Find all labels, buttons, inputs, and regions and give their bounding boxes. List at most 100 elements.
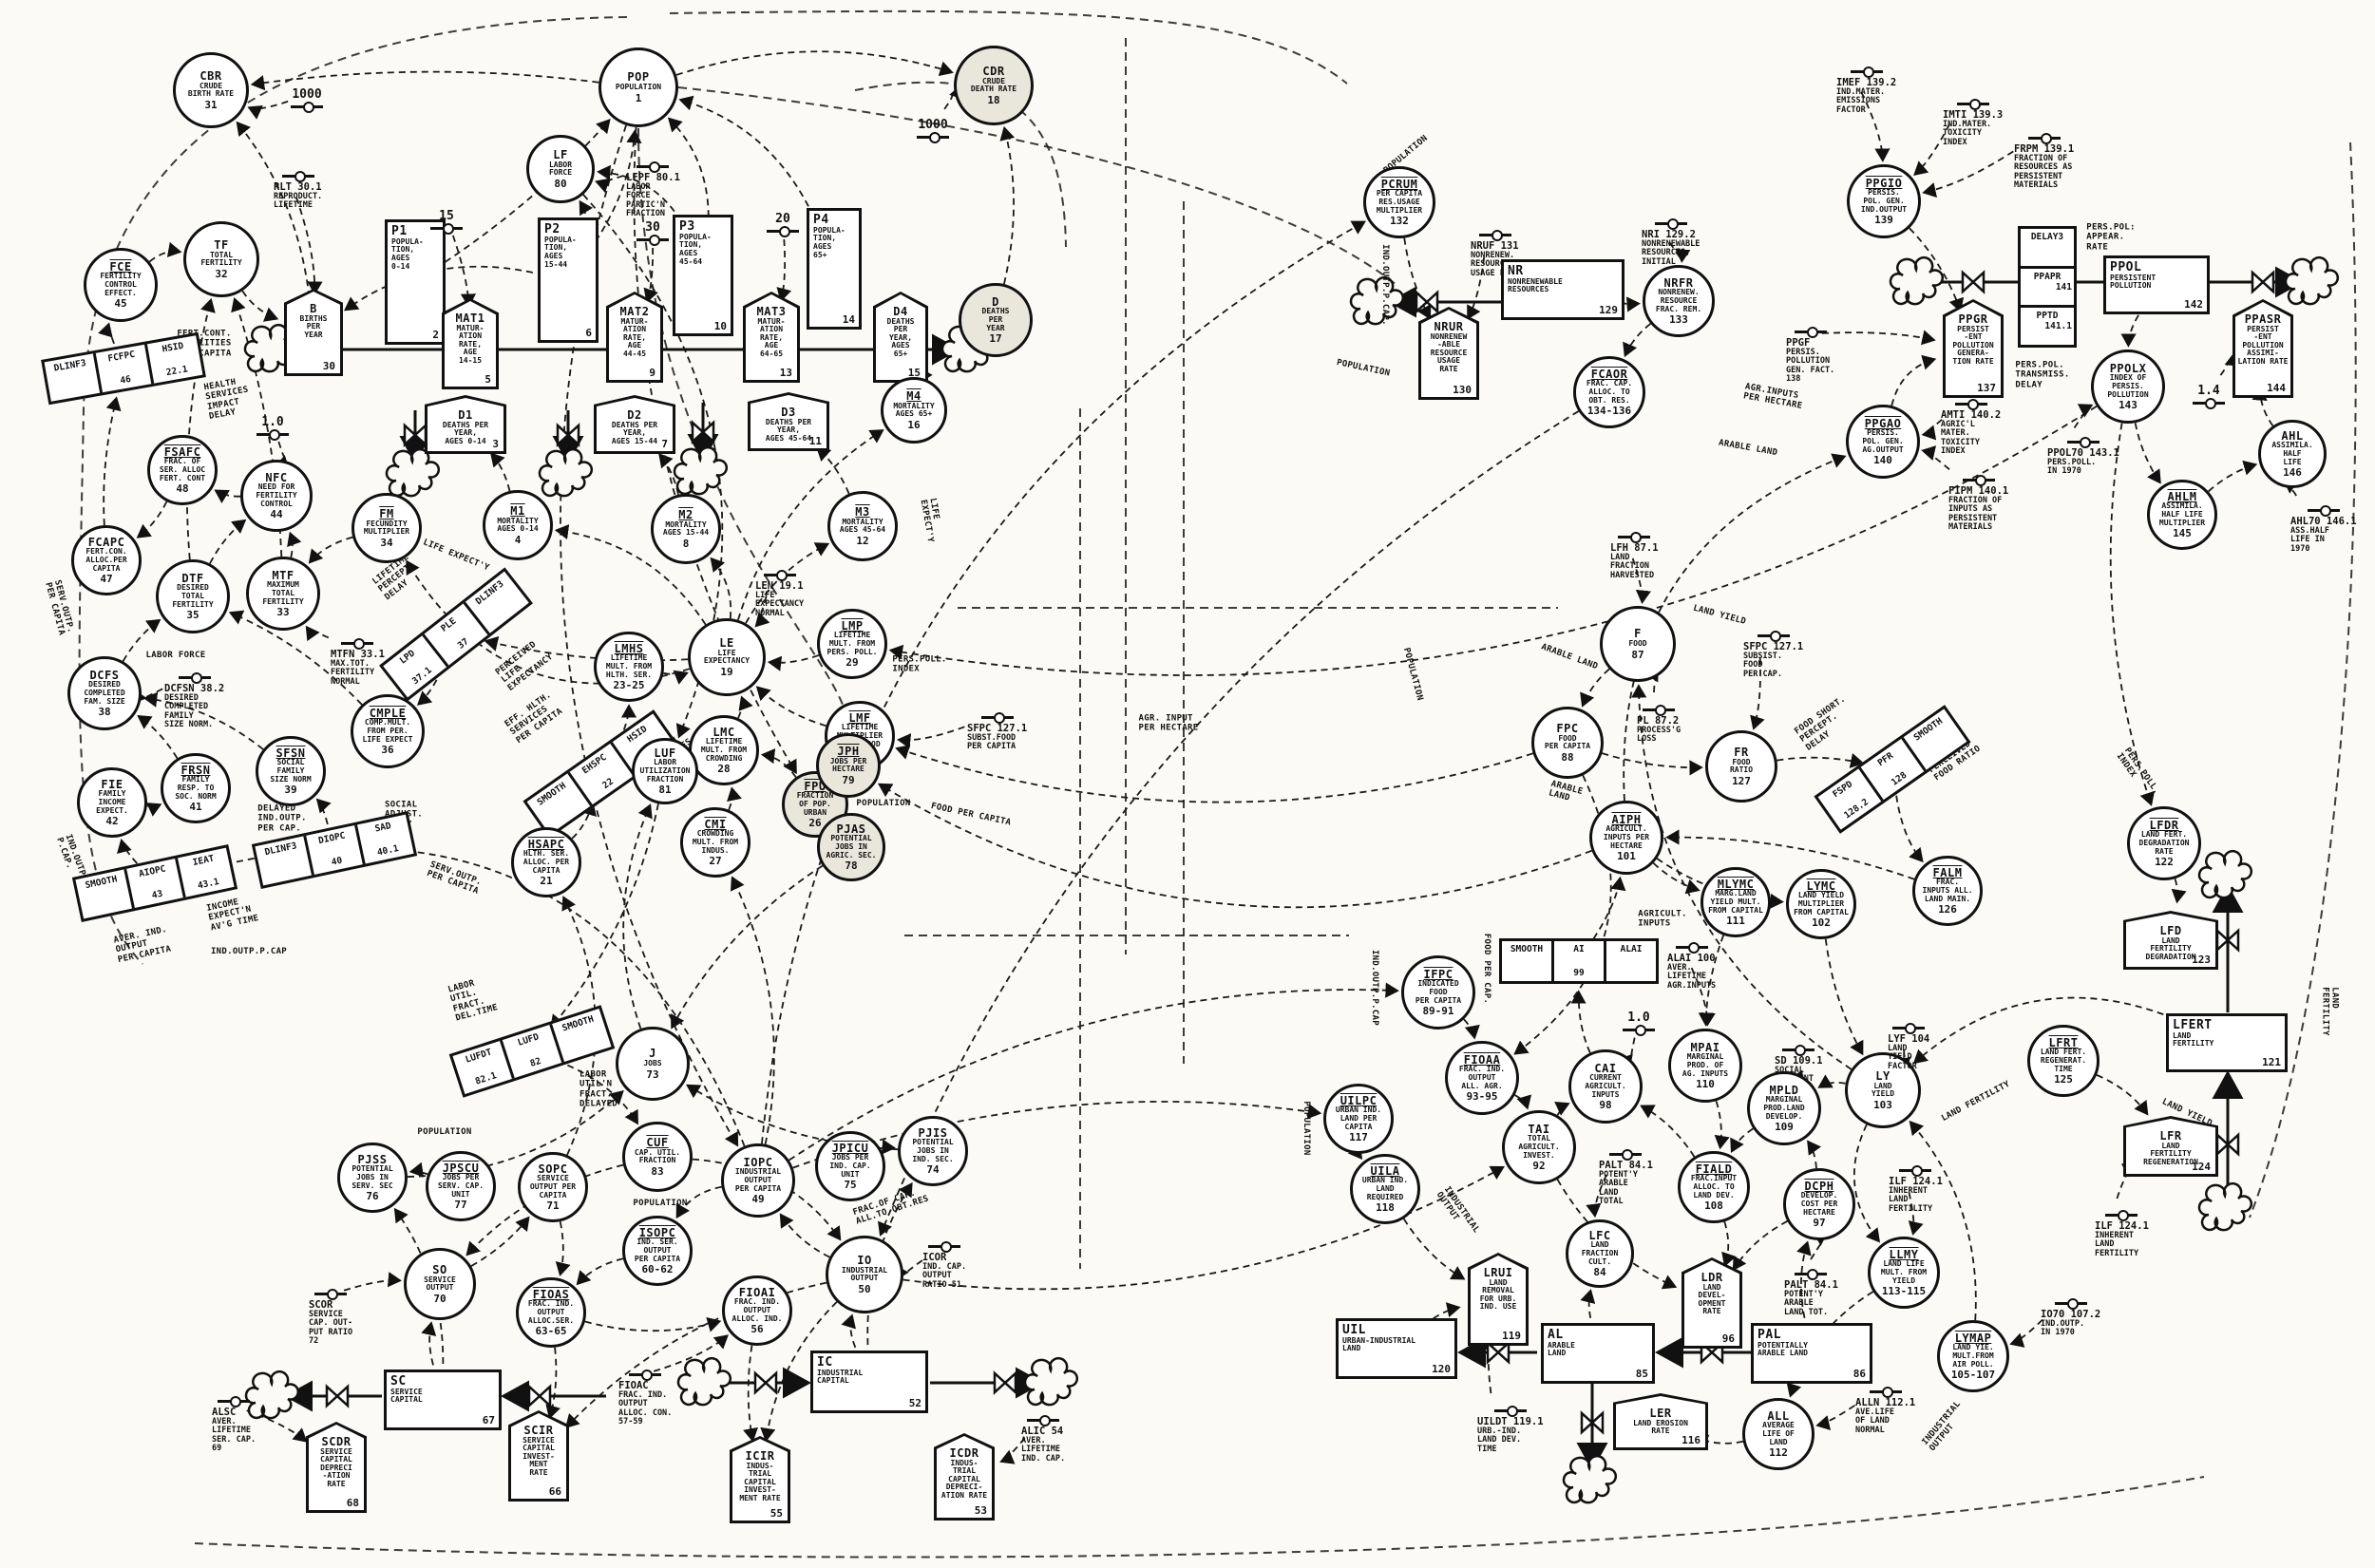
- node-PPGF-label-line: POLLUTION: [1786, 356, 1831, 367]
- node-c1000b-tick-dot: [929, 132, 940, 143]
- node-M4-abbr: M4: [906, 389, 922, 404]
- node-MAT2-eq-number: 9: [649, 367, 656, 379]
- node-PPGF-label-line: 138: [1786, 374, 1801, 385]
- node-FPU-eq-number: 26: [808, 817, 822, 830]
- node-LYMC-eq-number: 102: [1812, 916, 1831, 930]
- node-LYF-label-line: LAND: [1888, 1044, 1908, 1053]
- node-SCOR-label-name: SCOR: [309, 1299, 333, 1311]
- node-P4-eq-number: 14: [842, 313, 855, 326]
- node-c10b-value: 1.0: [1627, 1011, 1650, 1025]
- link-c14-to-PPASR: [2219, 351, 2241, 376]
- node-UILDT-tick-dot: [1506, 1406, 1518, 1417]
- node-ILFa-label-line: FERTILITY: [1889, 1203, 1933, 1214]
- node-FALM-abbr: FALM: [1932, 865, 1963, 879]
- node-DCFS-line: DESIRED: [88, 680, 121, 690]
- link-FALM-to-AIPH: [1665, 829, 1915, 880]
- node-M4-eq-number: 16: [907, 418, 921, 431]
- node-LER-abbr: LER: [1649, 1407, 1672, 1420]
- node-c30: 30: [636, 220, 669, 246]
- node-PALTa-label-line: LAND: [1599, 1187, 1619, 1198]
- link-AI99-to-AIPH: [1592, 876, 1626, 940]
- node-M1-eq-number: 4: [514, 533, 522, 546]
- cloud-icon: [2197, 1181, 2253, 1232]
- node-FIOAC-label-line: ALLOC. CON.: [618, 1407, 673, 1418]
- link-M1-to-D1: [489, 452, 511, 492]
- node-D2-eq-number: 7: [661, 438, 668, 450]
- node-FIPM-tick-icon: [1962, 475, 1995, 486]
- flow-label-ind-outp-p-cap: IND.OUTP.P.CAP: [1370, 949, 1380, 1027]
- node-PPOL70-label-name: PPOL70 143.1: [2047, 447, 2119, 459]
- link-NRI-to-NRFR: [1668, 241, 1691, 263]
- link-PALTb-to-DCPH: [1810, 1231, 1829, 1260]
- node-PJAS-eq-number: 78: [845, 860, 858, 873]
- node-FSAFC-line: FRAC. OF: [163, 457, 201, 466]
- node-LF-eq-number: 80: [554, 177, 567, 190]
- node-IMEF-label-line: EMISSIONS: [1836, 96, 1881, 106]
- link-PPOLX-to-LMP: [888, 406, 2098, 676]
- node-FSAFC-line: FERT. CONT: [159, 473, 206, 482]
- node-UIL-abbr: UIL: [1342, 1323, 1366, 1337]
- node-AHL70-label-line: ASS.HALF: [2290, 526, 2329, 536]
- node-MLYMC-line: FROM CAPITAL: [1708, 905, 1763, 915]
- node-FSAFC-eq-number: 48: [176, 482, 189, 496]
- node-ICOR-tick-icon: [928, 1241, 961, 1253]
- node-FRSN-line: SOC. NORM: [175, 791, 217, 801]
- node-c30-tick-dot: [649, 235, 660, 246]
- node-FIOAA-line: ALL. AGR.: [1461, 1081, 1503, 1090]
- node-LER-eq-number: 116: [1682, 1434, 1700, 1446]
- node-FCAPC-line: CAPITA: [92, 563, 121, 573]
- flow-label-delayed: DELAYED IND.OUTP. PER CAP.: [257, 803, 307, 834]
- node-PALTb-label-line: POTENT'Y: [1784, 1290, 1823, 1299]
- node-IOPC-line: OUTPUT: [744, 1175, 772, 1184]
- node-P4-abbr: P4: [813, 213, 829, 227]
- node-MTFN-label-line: NORMAL: [331, 676, 360, 687]
- node-SO-eq-number: 70: [433, 1292, 446, 1305]
- valve-icon: [1961, 270, 1986, 294]
- node-FRPM-tick-dot: [2040, 133, 2052, 144]
- node-NRUF-label-line: USAGE FAC.: [1471, 268, 1520, 278]
- link-IO-to-TAI: [902, 1165, 1505, 1291]
- node-P4-line: 65+: [813, 250, 827, 259]
- node-FIPM-label-line: FRACTION OF: [1948, 496, 2003, 505]
- node-LLMY-line: YIELD: [1891, 1275, 1916, 1285]
- node-CAI-eq-number: 98: [1599, 1099, 1612, 1112]
- node-P1-line: AGES: [391, 253, 410, 262]
- node-D3-line: YEAR,: [776, 425, 801, 435]
- node-CUF-line: CAP. UTIL.: [634, 1147, 681, 1157]
- node-NR-abbr: NR: [1508, 264, 1524, 278]
- node-ICIR-line: INDUS-: [746, 1461, 774, 1470]
- node-D1-line: YEAR,: [453, 428, 478, 438]
- node-NRFR-line: NONRENEW.: [1658, 288, 1700, 297]
- link-FIOAI-to-ICIR: [743, 1345, 758, 1443]
- node-FR-line: FOOD: [1732, 757, 1751, 766]
- link-DIOPC-to-SFSN: [315, 798, 332, 825]
- node-LFH-label-line: FRACTION: [1610, 561, 1649, 572]
- link-ALL-to-LER: [1693, 1434, 1743, 1449]
- node-LMC-eq-number: 28: [717, 763, 731, 776]
- node-FCFPC-cell-HSID-num: 22.1: [165, 364, 189, 379]
- link-LUF-to-LUFD: [550, 803, 659, 1030]
